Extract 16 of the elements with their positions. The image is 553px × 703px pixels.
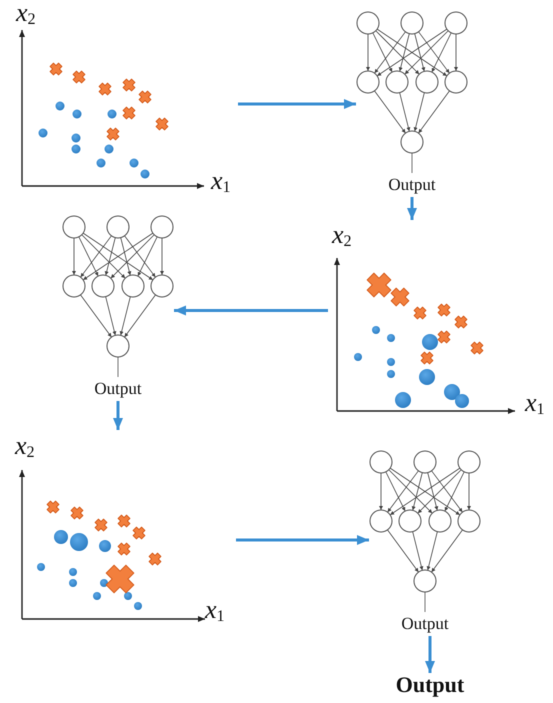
arrow xyxy=(236,535,369,545)
arrow xyxy=(174,306,328,316)
axis-label: x$_{1}$ xyxy=(211,168,231,194)
axis-label: x$_{2}$ xyxy=(16,0,36,26)
axis-label: x$_{2}$ xyxy=(15,433,35,459)
axis-label: x$_{2}$ xyxy=(332,222,352,248)
output-label: Output xyxy=(388,176,436,195)
output-label: Output xyxy=(401,615,449,634)
arrow xyxy=(238,99,356,109)
axis-label: x$_{1}$ xyxy=(525,390,545,416)
arrow xyxy=(425,636,435,673)
output-label: Output xyxy=(94,380,142,399)
output-label: Output xyxy=(396,673,464,698)
arrow xyxy=(113,401,123,430)
arrow xyxy=(407,197,417,220)
axis-label: x$_{1}$ xyxy=(205,597,225,623)
